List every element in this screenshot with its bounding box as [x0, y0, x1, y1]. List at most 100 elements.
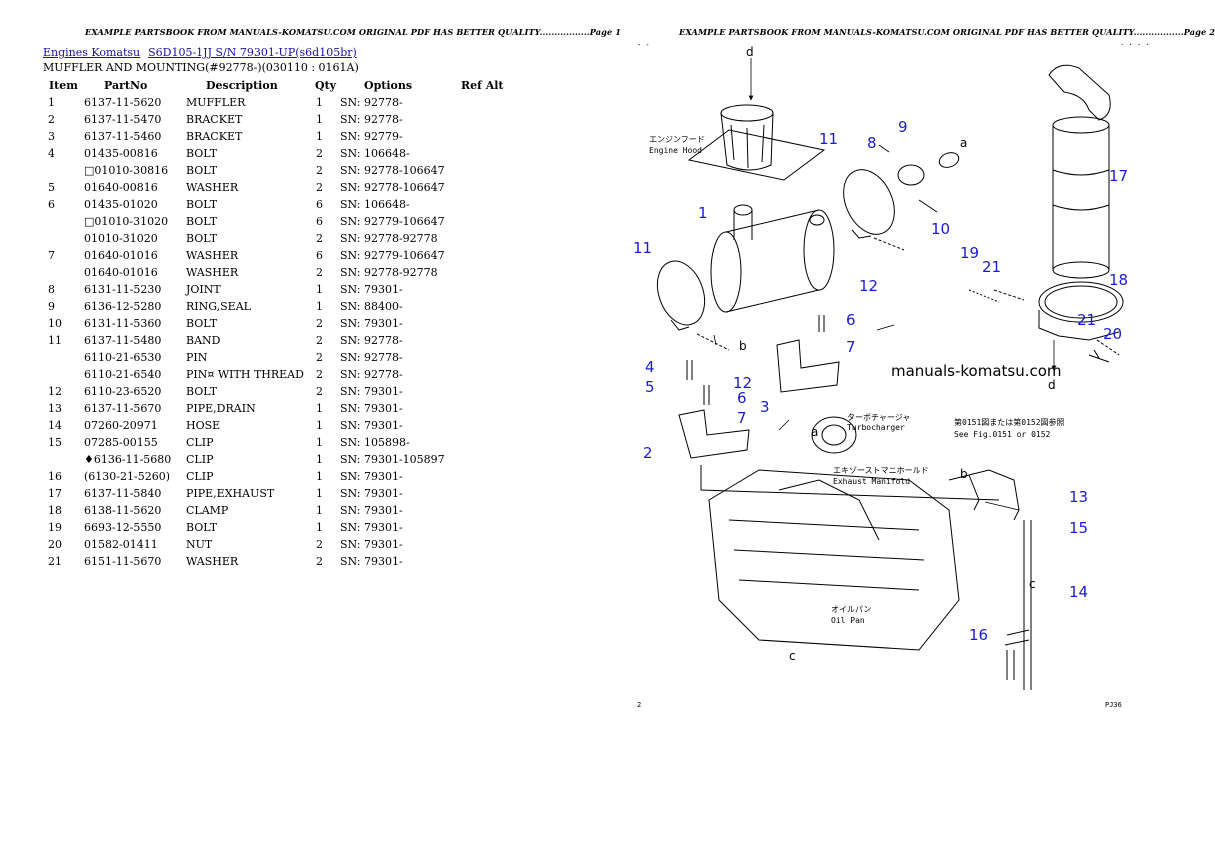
row-qty: 2 — [316, 334, 323, 347]
callout-20: 20 — [1103, 325, 1122, 343]
row-options: SN: 92779-106647 — [340, 249, 445, 262]
row-partno: 01435-00816 — [84, 147, 158, 160]
letter-b-left: b — [739, 339, 747, 353]
row-options: SN: 79301- — [340, 555, 403, 568]
engine-block-part — [708, 416, 960, 651]
row-description: WASHER — [186, 266, 239, 279]
callout-7b: 7 — [846, 338, 856, 356]
row-partno: (6130-21-5260) — [84, 470, 171, 483]
drain-pipe-part — [948, 469, 1032, 690]
jp-oil-pan-label: オイルパン — [831, 605, 871, 614]
row-item — [43, 366, 84, 383]
row-partno: 6138-11-5620 — [84, 504, 162, 517]
row-options: SN: 92779- — [340, 130, 403, 143]
row-description: BOLT — [186, 521, 218, 534]
callout-4: 4 — [645, 358, 655, 376]
row-description: HOSE — [186, 419, 221, 432]
row-qty: 1 — [316, 419, 323, 432]
row-options: SN: 92778- — [340, 368, 403, 381]
row-qty: 6 — [316, 198, 323, 211]
callout-6a: 6 — [737, 389, 747, 407]
row-options: SN: 92778-106647 — [340, 164, 445, 177]
callout-17: 17 — [1109, 167, 1128, 185]
row-item — [43, 349, 84, 366]
row-qty: 1 — [316, 436, 323, 449]
fastener-parts — [686, 289, 1110, 405]
row-refalt — [461, 196, 504, 213]
row-options: SN: 106648- — [340, 198, 410, 211]
row-options: SN: 92778- — [340, 351, 403, 364]
callout-14: 14 — [1069, 583, 1088, 601]
row-description: PIN — [186, 351, 208, 364]
row-description: BRACKET — [186, 113, 243, 126]
callout-21b: 21 — [1077, 311, 1096, 329]
breadcrumb-link-model[interactable]: S6D105-1JJ S/N 79301-UP(s6d105br) — [148, 46, 357, 59]
jp-turbo-label: ターボチャージャ — [847, 413, 910, 422]
jp-engine-hood-label: エンジンフード — [649, 135, 705, 144]
row-description: BAND — [186, 334, 221, 347]
bracket-part — [678, 339, 1000, 501]
engine-hood-part — [687, 104, 826, 181]
exhaust-manifold-label: Exhaust Manifold — [833, 477, 910, 486]
row-partno: 6110-23-6520 — [84, 385, 162, 398]
row-item: 17 — [48, 487, 62, 500]
page-banner: EXAMPLE PARTSBOOK FROM MANUALS-KOMATSU.C… — [679, 27, 1215, 37]
row-item — [43, 213, 84, 230]
row-description: RING,SEAL — [186, 300, 251, 313]
row-description: PIPE,DRAIN — [186, 402, 256, 415]
callout-3: 3 — [760, 398, 770, 416]
row-item — [43, 451, 84, 468]
callout-6b: 6 — [846, 311, 856, 329]
breadcrumb-link-engines[interactable]: Engines Komatsu — [43, 46, 141, 59]
exhaust-pipe-part — [1048, 64, 1111, 279]
row-options: SN: 79301- — [340, 538, 403, 551]
row-item — [43, 230, 84, 247]
see-fig-label: See Fig.0151 or 0152 — [954, 430, 1051, 439]
row-refalt — [461, 281, 504, 298]
callout-11a: 11 — [819, 130, 838, 148]
row-refalt — [461, 434, 504, 451]
row-refalt — [461, 519, 504, 536]
row-refalt — [461, 230, 504, 247]
row-description: BOLT — [186, 164, 218, 177]
row-options: SN: 88400- — [340, 300, 403, 313]
row-options: SN: 79301- — [340, 385, 403, 398]
row-qty: 1 — [316, 300, 323, 313]
row-refalt — [461, 213, 504, 230]
row-item: 4 — [48, 147, 55, 160]
row-qty: 2 — [316, 351, 323, 364]
row-partno: 01640-00816 — [84, 181, 158, 194]
jp-see-fig-label: 第0151図または第0152図参照 — [954, 417, 1065, 427]
row-description: WASHER — [186, 181, 239, 194]
row-qty: 1 — [316, 96, 323, 109]
row-partno: 6131-11-5230 — [84, 283, 162, 296]
letter-c-right: c — [1029, 577, 1036, 591]
row-partno: ♦6136-11-5680 — [84, 453, 172, 466]
col-options: Options — [364, 79, 413, 92]
letter-c-bottom: c — [789, 649, 796, 663]
row-item: 18 — [48, 504, 62, 517]
callout-18: 18 — [1109, 271, 1128, 289]
row-partno: 6137-11-5670 — [84, 402, 162, 415]
row-refalt — [461, 264, 504, 281]
row-refalt — [461, 145, 504, 162]
row-partno: □01010-31020 — [84, 215, 169, 228]
row-qty: 2 — [316, 232, 323, 245]
row-options: SN: 79301- — [340, 283, 403, 296]
left-page: EXAMPLE PARTSBOOK FROM MANUALS-KOMATSU.C… — [0, 0, 621, 842]
callout-5: 5 — [645, 378, 655, 396]
row-options: SN: 79301- — [340, 402, 403, 415]
row-refalt — [461, 536, 504, 553]
row-item: 14 — [48, 419, 62, 432]
